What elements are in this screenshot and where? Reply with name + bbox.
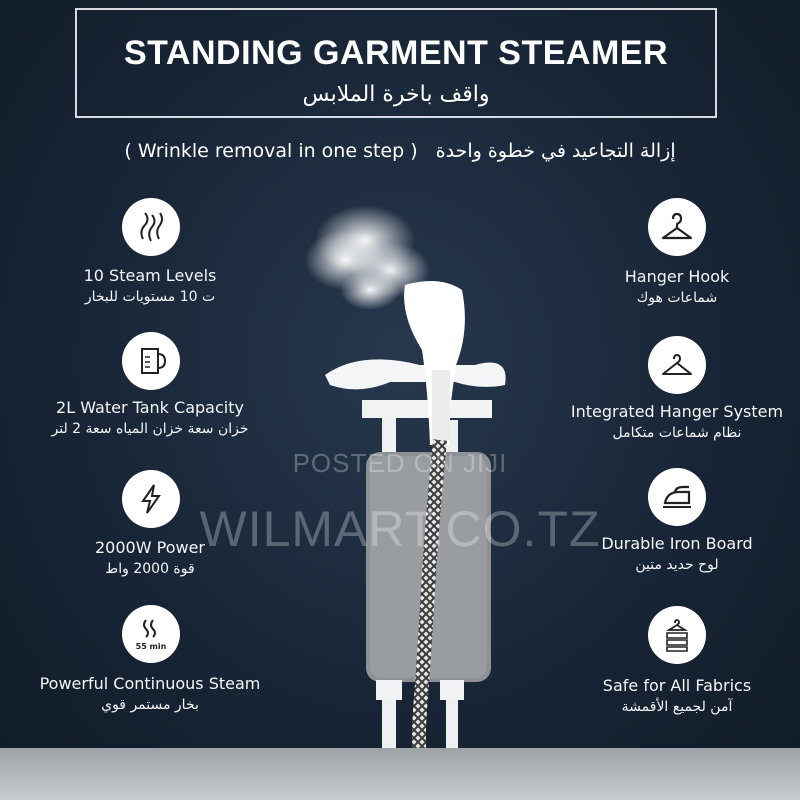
tagline: ( Wrinkle removal in one step ) إزالة ال… xyxy=(0,140,800,162)
water-tank-icon xyxy=(122,332,180,390)
tagline-en: ( Wrinkle removal in one step ) xyxy=(124,140,418,162)
lightning-icon xyxy=(122,470,180,528)
hanger-hook-icon xyxy=(648,198,706,256)
feature-power: 2000W Power قوة 2000 واط xyxy=(95,538,205,577)
watermark-posted: POSTED ON JIJI xyxy=(292,448,508,478)
feature-water-tank: 2L Water Tank Capacity خزان سعة خزان الم… xyxy=(51,398,249,437)
shoulder-hanger xyxy=(325,359,506,390)
feature-safe-fabrics: Safe for All Fabrics آمن لجميع الأقمشة xyxy=(602,676,752,715)
title-box: STANDING GARMENT STEAMER واقف باخرة المل… xyxy=(75,8,717,118)
iron-icon xyxy=(648,468,706,526)
continuous-steam-icon: 55 min xyxy=(122,605,180,663)
floor xyxy=(0,748,800,800)
feature-steam-levels: 10 Steam Levels ت 10 مستويات للبخار xyxy=(83,266,217,305)
page-title-arabic: واقف باخرة الملابس xyxy=(302,82,490,107)
tagline-ar: إزالة التجاعيد في خطوة واحدة xyxy=(435,140,676,162)
hanger-bar xyxy=(362,400,492,418)
hanger-icon xyxy=(648,336,706,394)
feature-hanger-hook: Hanger Hook شماعات هوك xyxy=(624,267,730,306)
feature-hanger-system: Integrated Hanger System نظام شماعات متك… xyxy=(570,402,784,441)
garment-steamer-image xyxy=(305,205,506,800)
feature-iron-board: Durable Iron Board لوح حديد متين xyxy=(601,534,753,573)
steam-cloud xyxy=(305,205,430,310)
watermark-site: WILMART.CO.TZ xyxy=(199,501,601,557)
steam-duration-label: 55 min xyxy=(136,642,167,651)
page-title: STANDING GARMENT STEAMER xyxy=(123,34,669,72)
steam-waves-icon xyxy=(122,198,180,256)
feature-continuous-steam: Powerful Continuous Steam بخار مستمر قوي xyxy=(39,674,261,713)
clothes-stack-icon xyxy=(648,606,706,664)
